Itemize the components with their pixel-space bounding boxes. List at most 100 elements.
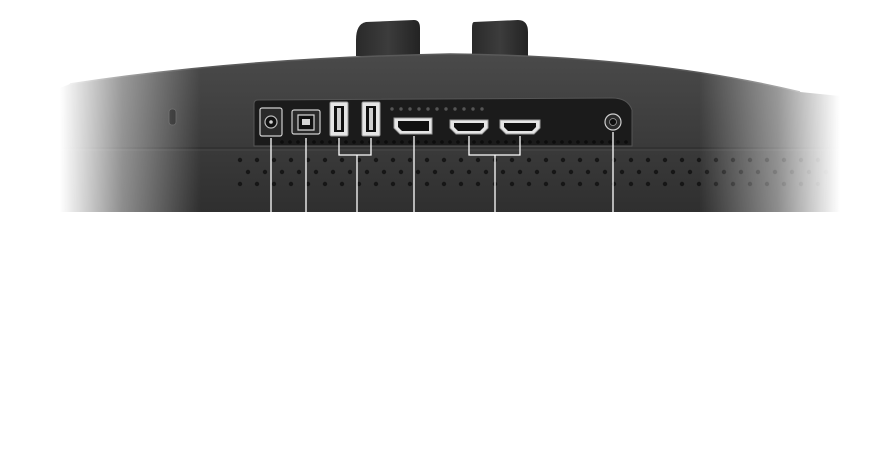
- panel-vent-dot: [448, 140, 452, 144]
- vent-hole: [432, 169, 438, 175]
- vent-hole: [271, 157, 277, 163]
- vent-hole: [815, 157, 821, 163]
- vent-hole: [237, 181, 243, 187]
- panel-vent-dot: [584, 140, 588, 144]
- panel-vent-dot: [488, 140, 492, 144]
- panel-vent-dot: [344, 140, 348, 144]
- panel-vent-dot: [608, 140, 612, 144]
- vent-hole: [713, 181, 719, 187]
- panel-vent-dot: [417, 107, 421, 111]
- panel-vent-dot: [456, 140, 460, 144]
- panel-vent-dot: [472, 140, 476, 144]
- panel-vent-dot: [480, 107, 484, 111]
- vent-hole: [305, 157, 311, 163]
- vent-hole: [381, 169, 387, 175]
- vent-hole: [653, 169, 659, 175]
- stand-arms: [356, 20, 528, 56]
- usb-a-port-2: [361, 101, 381, 137]
- vent-hole: [679, 157, 685, 163]
- vent-hole: [475, 157, 481, 163]
- vent-hole: [747, 157, 753, 163]
- panel-vent-dot: [560, 140, 564, 144]
- vent-hole: [322, 157, 328, 163]
- panel-vent-dot: [568, 140, 572, 144]
- vent-hole: [747, 181, 753, 187]
- vent-hole: [441, 157, 447, 163]
- dc-power-port: [259, 107, 283, 137]
- displayport-icon: [398, 121, 429, 131]
- panel-vent-dot: [444, 107, 448, 111]
- vent-hole: [288, 181, 294, 187]
- panel-vent-dot: [296, 140, 300, 144]
- vent-hole: [789, 169, 795, 175]
- vent-hole: [815, 181, 821, 187]
- security-lock-slot: [168, 108, 177, 126]
- vent-hole: [696, 157, 702, 163]
- panel-vent-dot: [592, 140, 596, 144]
- panel-vent-dot: [440, 140, 444, 144]
- hdmi-port-1: [449, 119, 489, 135]
- vent-hole: [551, 169, 557, 175]
- panel-vent-dot: [320, 140, 324, 144]
- port-row: [259, 101, 622, 137]
- ventilation-holes: [237, 157, 829, 187]
- vent-hole: [509, 157, 515, 163]
- panel-vent-dot: [390, 107, 394, 111]
- vent-hole: [526, 157, 532, 163]
- vent-hole: [704, 169, 710, 175]
- vent-hole: [764, 157, 770, 163]
- panel-vent-dot: [520, 140, 524, 144]
- panel-vent-dot: [376, 140, 380, 144]
- vent-hole: [645, 157, 651, 163]
- vent-hole: [543, 157, 549, 163]
- vent-hole: [407, 181, 413, 187]
- vent-hole: [441, 181, 447, 187]
- panel-vent-dot: [453, 107, 457, 111]
- vent-hole: [594, 181, 600, 187]
- panel-vent-dot: [624, 140, 628, 144]
- panel-vent-dot: [462, 107, 466, 111]
- panel-vent-dot: [480, 140, 484, 144]
- vent-hole: [373, 181, 379, 187]
- vent-hole: [577, 157, 583, 163]
- panel-vent-dot: [576, 140, 580, 144]
- audio-jack-icon: [609, 118, 617, 126]
- vent-hole: [509, 181, 515, 187]
- vent-hole: [500, 169, 506, 175]
- vent-hole: [271, 181, 277, 187]
- panel-vent-dot: [408, 140, 412, 144]
- vent-hole: [424, 181, 430, 187]
- vent-hole: [373, 157, 379, 163]
- vent-hole: [364, 169, 370, 175]
- vent-hole: [483, 169, 489, 175]
- callout-lines: [270, 132, 614, 212]
- vent-hole: [781, 157, 787, 163]
- panel-vent-dot: [464, 140, 468, 144]
- panel-vent-dot: [352, 140, 356, 144]
- panel-vent-dot: [504, 140, 508, 144]
- hdmi-icon: [454, 123, 484, 131]
- panel-vent-dot: [432, 140, 436, 144]
- vent-hole: [466, 169, 472, 175]
- vent-hole: [356, 157, 362, 163]
- vent-hole: [296, 169, 302, 175]
- vent-hole: [288, 157, 294, 163]
- vent-hole: [696, 181, 702, 187]
- vent-hole: [347, 169, 353, 175]
- panel-vent-dot: [288, 140, 292, 144]
- vent-hole: [806, 169, 812, 175]
- vent-hole: [449, 169, 455, 175]
- panel-vent-dot: [392, 140, 396, 144]
- vent-hole: [330, 169, 336, 175]
- vent-hole: [390, 181, 396, 187]
- vent-hole: [560, 157, 566, 163]
- vent-hole: [687, 169, 693, 175]
- displayport: [393, 117, 433, 135]
- panel-vent-dot: [424, 140, 428, 144]
- vent-hole: [730, 157, 736, 163]
- vent-hole: [764, 181, 770, 187]
- vent-hole: [755, 169, 761, 175]
- vent-hole: [721, 169, 727, 175]
- panel-vent-dot: [552, 140, 556, 144]
